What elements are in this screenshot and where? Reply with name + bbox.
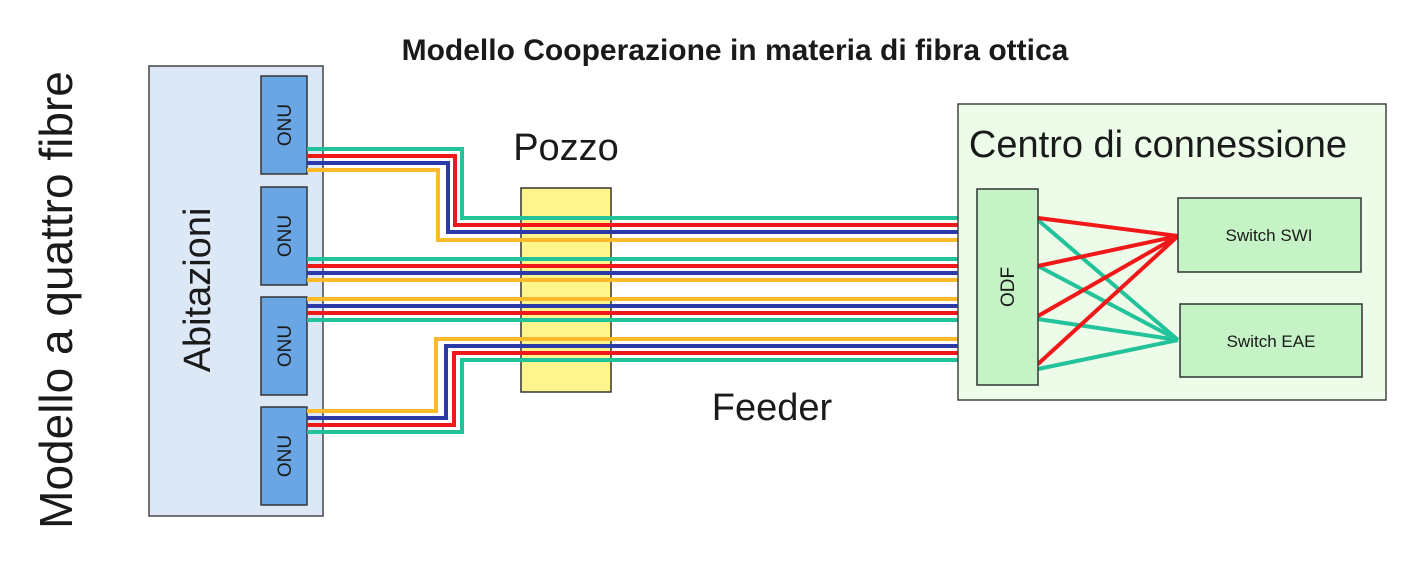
side-label: Modello a quattro fibre [30,71,82,529]
onu-4: ONU [260,406,308,506]
onu-label: ONU [275,325,296,367]
onu-label: ONU [275,104,296,146]
switch-links [1036,216,1180,371]
fiber-group-3 [307,297,977,322]
link-green [1037,317,1179,342]
onu-1: ONU [260,75,308,175]
onu-2: ONU [260,186,308,286]
link-red [1036,234,1180,366]
fiber-green [307,358,977,434]
diagram-title: Modello Cooperazione in materia di fibra… [402,34,1069,67]
link-green [1037,264,1179,342]
switch-eae-label: Switch EAE [1227,332,1316,351]
onu-label: ONU [275,215,296,257]
homes-label: Abitazioni [177,208,219,373]
switch-swi-label: Switch SWI [1226,226,1313,245]
onu-label: ONU [275,435,296,477]
link-red [1037,234,1179,268]
fiber-green [307,147,977,220]
odf-label: ODF [998,267,1019,307]
fiber-orange [307,337,977,413]
odf-box [976,188,1039,386]
fiber-blue [307,344,977,420]
fiber-red [307,154,977,227]
fiber-group-4 [307,337,977,434]
onu-3: ONU [260,296,308,396]
fiber-orange [307,168,977,242]
fiber-group-1 [307,147,977,242]
fiber-red [307,351,977,427]
feeder-label: Feeder [712,387,833,429]
link-green [1037,338,1179,371]
well-label: Pozzo [513,127,619,169]
switch-swi-box [1177,197,1362,273]
link-red [1037,216,1179,238]
connection-center-label: Centro di connessione [969,124,1347,166]
switch-eae-box [1179,303,1363,378]
link-green [1036,218,1180,342]
fiber-group-2 [307,257,977,282]
link-red [1037,234,1179,318]
fiber-blue [307,161,977,234]
